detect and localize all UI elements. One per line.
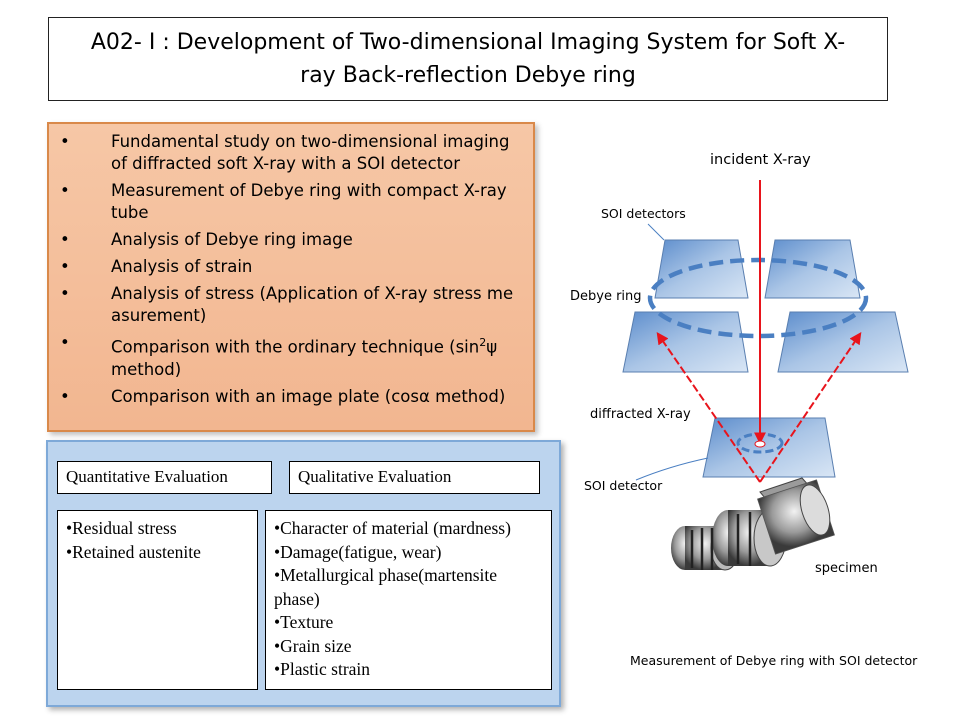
specimen-label: specimen [815, 561, 878, 576]
bullet-text: method) [111, 359, 182, 379]
soi-detectors-pointer [647, 223, 665, 241]
bullet-dot: • [60, 284, 70, 303]
diagram-caption: Measurement of Debye ring with SOI detec… [630, 653, 918, 668]
incident-xray-label: incident X-ray [710, 152, 811, 168]
bullet-dot: • [60, 333, 70, 352]
list-item: •Plastic strain [274, 659, 371, 679]
qualitative-items-list: •Character of material (mardness) •Damag… [265, 510, 552, 690]
bullet-dot: • [60, 132, 70, 151]
superscript-two: 2 [479, 336, 487, 349]
evaluation-panel: Quantitative Evaluation Qualitative Eval… [46, 440, 561, 707]
bullet-text-part: Comparison with the ordinary technique (… [111, 337, 480, 357]
bullet-text: of diffracted soft X-ray with a SOI dete… [111, 154, 460, 173]
soi-detector-panel-lower-left [622, 311, 749, 373]
specimen-shape [671, 477, 835, 571]
bullet-item-fundamental-study: • Fundamental study on two-dimensional i… [49, 131, 533, 175]
research-topics-box: • Fundamental study on two-dimensional i… [47, 122, 535, 432]
psi-symbol: ψ [486, 337, 498, 357]
bullet-dot: • [60, 230, 70, 249]
bullet-dot: • [60, 257, 70, 276]
list-item: •Damage(fatigue, wear) [274, 541, 442, 562]
bullet-text: Comparison with the ordinary technique (… [111, 332, 525, 359]
qualitative-evaluation-heading: Qualitative Evaluation [289, 461, 540, 494]
bullet-text: Analysis of stress (Application of X-ray… [111, 284, 514, 303]
title-line-2: ray Back-reflection Debye ring [300, 63, 636, 88]
bullet-item-stress-analysis: • Analysis of stress (Application of X-r… [49, 283, 533, 327]
list-item: •Texture [274, 612, 334, 632]
title-line-1: A02- Ⅰ : Development of Two-dimensional … [90, 30, 846, 55]
debye-ring [647, 257, 869, 339]
beam-spot [754, 440, 766, 448]
diffracted-xray-right [759, 332, 862, 483]
bullet-item-strain-analysis: • Analysis of strain [49, 256, 533, 278]
bullet-text: Measurement of Debye ring with compact X… [111, 181, 507, 200]
quantitative-items-list: •Residual stress •Retained austenite [57, 510, 258, 690]
list-item: •Residual stress [66, 518, 177, 538]
bullet-item-measurement: • Measurement of Debye ring with compact… [49, 180, 533, 224]
bullet-text: Comparison with an image plate (cosα met… [111, 386, 506, 406]
soi-detector-panel-bottom [702, 417, 836, 478]
quantitative-evaluation-heading: Quantitative Evaluation [57, 461, 272, 494]
diffracted-xray-left [656, 332, 761, 483]
bullet-text: asurement) [111, 306, 207, 325]
list-item: •Character of material (mardness) [274, 518, 511, 538]
bullet-text: Fundamental study on two-dimensional ima… [111, 132, 510, 151]
soi-detector-label: SOI detector [584, 478, 663, 493]
list-item: phase) [274, 588, 320, 609]
soi-detectors-label: SOI detectors [601, 206, 686, 221]
soi-detector-panel-lower-right [777, 311, 909, 373]
soi-detector-panel-upper-right [764, 239, 861, 299]
soi-detector-pointer [635, 457, 709, 481]
bullet-text: Analysis of Debye ring image [111, 230, 353, 249]
bullet-text: Analysis of strain [111, 257, 253, 276]
soi-detector-panel-upper-left [654, 239, 749, 299]
list-item: •Grain size [274, 635, 352, 656]
research-topics-list: • Fundamental study on two-dimensional i… [49, 131, 533, 413]
bullet-item-ordinary-comparison: • Comparison with the ordinary technique… [49, 332, 533, 381]
debye-ring-diagram: incident X-ray SOI detectors Debye ring … [570, 152, 909, 576]
bullet-dot: • [60, 181, 70, 200]
debye-ring-label: Debye ring [570, 289, 642, 304]
list-item: •Metallurgical phase(martensite [274, 565, 498, 585]
bullet-item-image-plate-comparison: • Comparison with an image plate (cosα m… [49, 386, 533, 408]
bullet-item-ring-analysis: • Analysis of Debye ring image [49, 229, 533, 251]
title-box: A02- Ⅰ : Development of Two-dimensional … [48, 17, 888, 101]
bullet-text: tube [111, 203, 149, 222]
bullet-dot: • [60, 386, 70, 406]
diffracted-xray-label: diffracted X-ray [590, 407, 691, 422]
list-item: •Retained austenite [66, 541, 201, 562]
